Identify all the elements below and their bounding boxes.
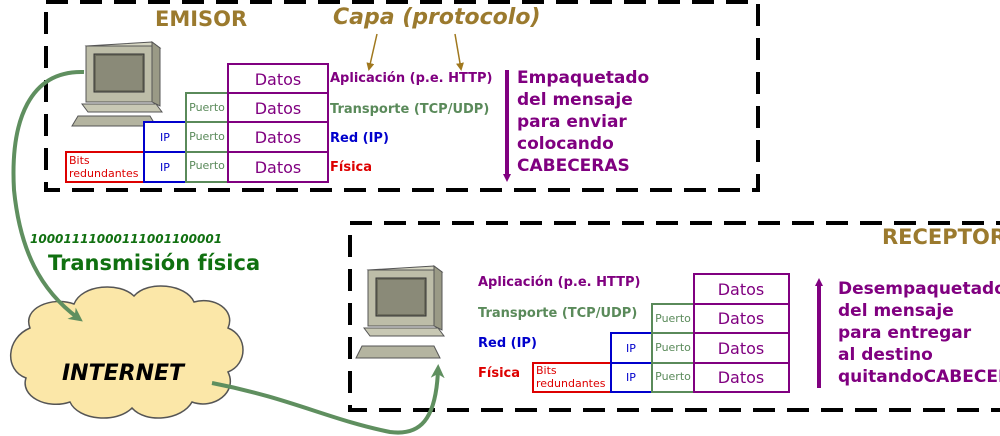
emisor-note: Empaquetado del mensaje para enviar colo… [517,68,649,176]
emisor-datos-label: Datos [255,158,302,177]
receptor-layer-red: Red (IP) [478,336,537,351]
emisor-note-line: Empaquetado [517,68,649,88]
emisor-computer-icon [71,41,163,127]
receptor-datos-box [693,362,790,393]
transmission-bits: 10001111000111001100001 [30,232,222,246]
emisor-note-line: CABECERAS [517,156,630,176]
receptor-computer-icon [355,265,445,359]
receptor-note-line: al destino [838,345,933,365]
receptor-group: RECEPTOR Aplicación (p.e. HTTP) Transpor… [348,221,1000,412]
receptor-bits-line2: redundantes [536,377,606,390]
transmission-label: Transmisión física [48,251,260,275]
receptor-puerto-box [651,362,695,393]
emisor-ip-label: IP [160,161,170,174]
receptor-title: RECEPTOR [882,225,1000,249]
receptor-datos-box [693,303,790,334]
receptor-bits-line1: Bits [536,364,557,377]
receptor-note-line: para entregar [838,323,972,343]
emisor-layer-aplicacion: Aplicación (p.e. HTTP) [330,71,492,86]
emisor-datos-label: Datos [255,99,302,118]
receptor-note-line: quitandoCABECERAS [838,367,1000,387]
receptor-datos-label: Datos [718,368,765,387]
emisor-bits-line2: redundantes [69,167,139,180]
receptor-puerto-label: Puerto [655,370,691,383]
receptor-bits-box [532,362,612,393]
emisor-cable [11,69,85,322]
capa-protocolo-label: Capa (protocolo) [333,5,541,30]
emisor-group: EMISOR Capa (protocolo) Datos Puerto Dat… [44,0,760,192]
receptor-layer-transporte: Transporte (TCP/UDP) [478,306,637,321]
emisor-layer-red: Red (IP) [330,131,389,146]
receptor-note-line: del mensaje [838,301,954,321]
internet-cloud-icon [10,285,244,419]
receptor-datos-label: Datos [718,339,765,358]
receptor-layer-fisica: Física [478,366,520,381]
emisor-layer-transporte: Transporte (TCP/UDP) [330,102,489,117]
emisor-dashed-box [44,0,760,192]
receptor-note: Desempaquetado del mensaje para entregar… [838,279,1000,387]
emisor-note-line: del mensaje [517,90,633,110]
emisor-datos-label: Datos [255,128,302,147]
receptor-ip-label: IP [626,342,636,355]
receptor-puerto-label: Puerto [655,312,691,325]
emisor-puerto-label: Puerto [189,101,225,114]
receptor-datos-label: Datos [718,309,765,328]
receptor-ip-label: IP [626,371,636,384]
emisor-puerto-label: Puerto [189,159,225,172]
receptor-layer-aplicacion: Aplicación (p.e. HTTP) [478,275,640,290]
emisor-packets: Datos Puerto Datos IP Puerto Datos Bits … [65,63,329,183]
receptor-packets: Datos Puerto Datos IP Puerto Datos Bits … [532,273,790,393]
emisor-note-line: colocando [517,134,614,154]
internet-label: INTERNET [62,361,186,386]
receptor-cable [211,364,445,435]
emisor-note-line: para enviar [517,112,627,132]
emisor-datos-box [227,151,329,183]
capa-arrow-1 [366,33,378,71]
emisor-puerto-label: Puerto [189,130,225,143]
emisor-title: EMISOR [155,7,247,31]
emisor-puerto-box [185,151,229,183]
emisor-ip-label: IP [160,131,170,144]
capa-arrow-2 [454,33,464,71]
receptor-datos-label: Datos [718,280,765,299]
receptor-dashed-box [348,221,1000,412]
emisor-datos-label: Datos [255,70,302,89]
receptor-note-line: Desempaquetado [838,279,1000,299]
emisor-layer-fisica: Física [330,160,372,175]
receptor-datos-box [693,332,790,364]
emisor-bits-line1: Bits [69,154,90,167]
receptor-puerto-label: Puerto [655,341,691,354]
